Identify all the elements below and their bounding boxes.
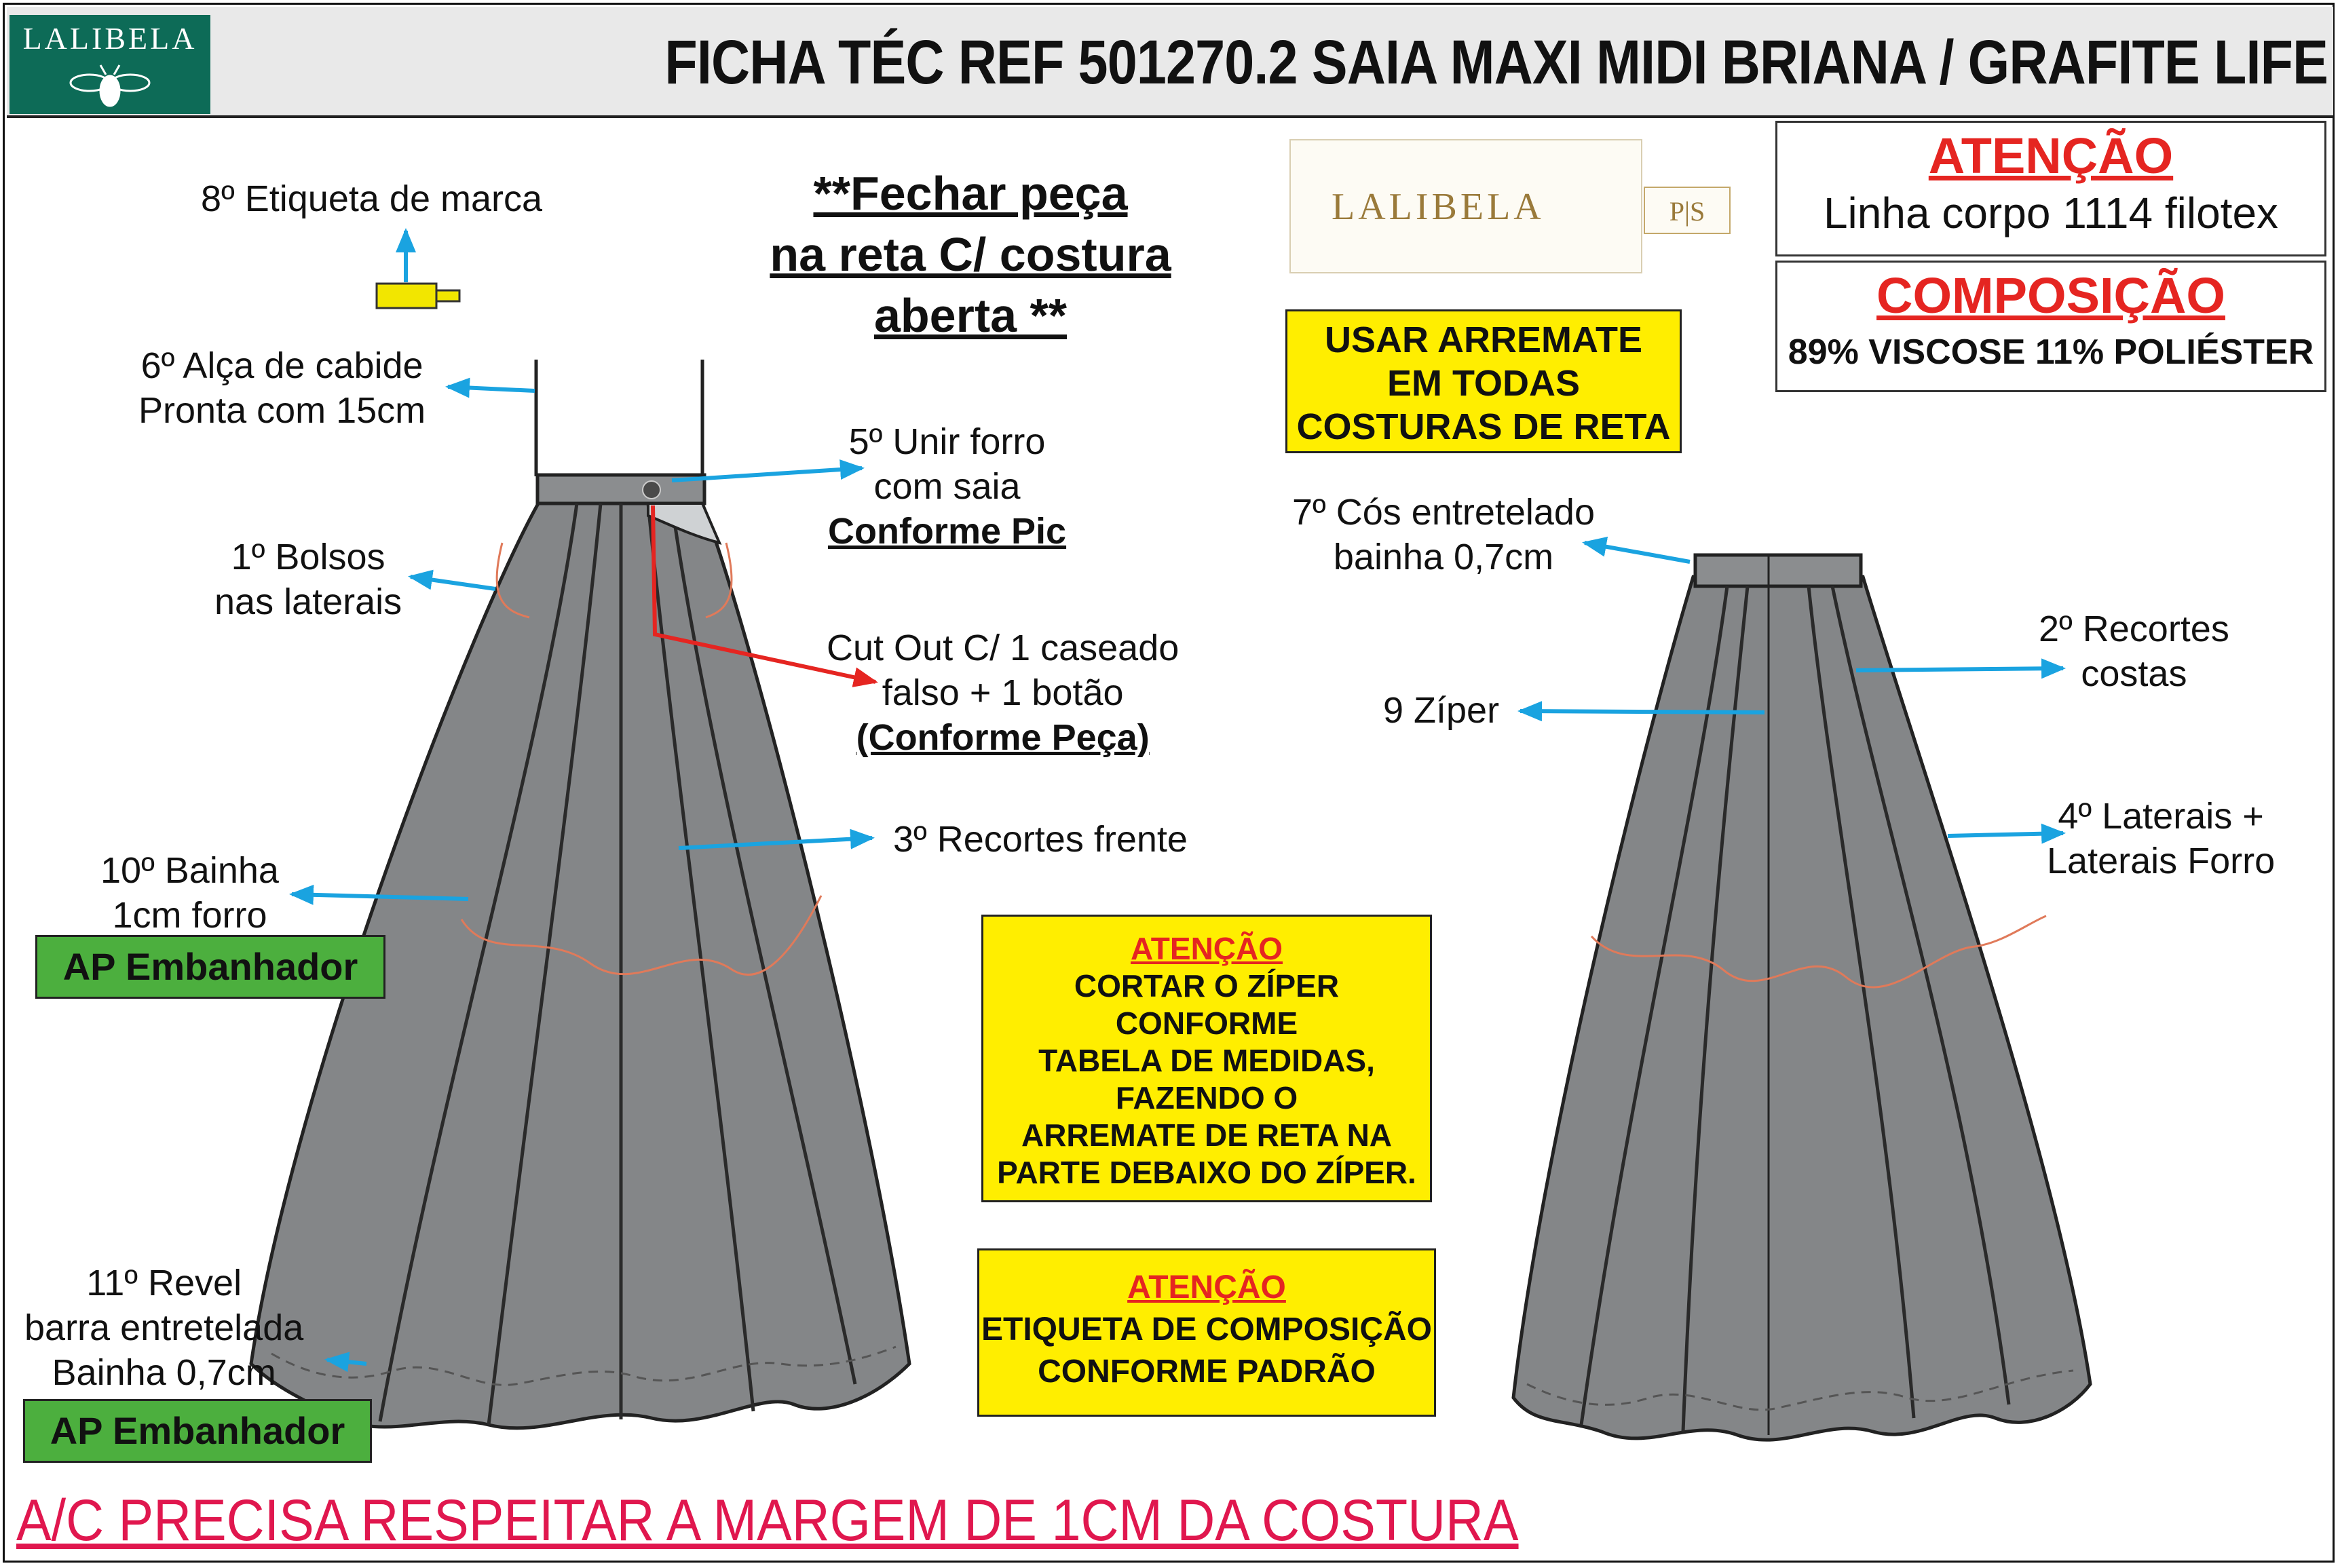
note-composition-label: ATENÇÃO ETIQUETA DE COMPOSIÇÃO CONFORME … (977, 1248, 1436, 1417)
label-hem-lining-line1: 10º Bainha (100, 850, 279, 891)
label-cut-out-line1: Cut Out C/ 1 caseado (827, 628, 1180, 668)
note-close-seam-line3: aberta ** (873, 289, 1068, 342)
thread-info-text: Linha corpo 1114 filotex (1823, 189, 2279, 237)
label-hem-lining: 10º Bainha 1cm forro (100, 848, 279, 938)
brand-tag-text: LALIBELA (1332, 186, 1545, 228)
note-finish-seams-line2: EM TODAS (1386, 363, 1581, 404)
composition-info-text: 89% VISCOSE 11% POLIÉSTER (1788, 332, 2314, 372)
thread-info-head: ATENÇÃO (1928, 128, 2174, 184)
label-pockets-line2: nas laterais (214, 581, 402, 622)
label-join-lining-line2: com saia (873, 466, 1021, 507)
note-zipper-cut-line2: CONFORME (1115, 1006, 1298, 1041)
note-finish-seams-line1: USAR ARREMATE (1325, 320, 1642, 360)
front-button (642, 480, 661, 499)
front-skirt (249, 360, 911, 1430)
label-hanger-strap-line2: Pronta com 15cm (138, 390, 426, 431)
note-composition-label-head: ATENÇÃO (1127, 1269, 1286, 1305)
label-join-lining: 5º Unir forro com saia Conforme Pic (828, 419, 1066, 554)
label-facing-line3: Bainha 0,7cm (52, 1352, 276, 1393)
hemmer-attachment-badge-2: AP Embanhador (23, 1399, 372, 1463)
header-bar (7, 7, 2333, 118)
note-zipper-cut-line3: TABELA DE MEDIDAS, (1038, 1043, 1375, 1078)
label-join-lining-line3: Conforme Pic (828, 511, 1067, 552)
label-hem-lining-line2: 1cm forro (112, 895, 267, 936)
note-zipper-cut-head: ATENÇÃO (1130, 931, 1283, 966)
front-skirt-body (249, 493, 911, 1430)
note-zipper-cut-line1: CORTAR O ZÍPER (1074, 968, 1340, 1003)
label-brand-tag: 8º Etiqueta de marca (201, 178, 543, 219)
label-pockets: 1º Bolsos nas laterais (214, 535, 402, 624)
note-finish-seams-line3: COSTURAS DE RETA (1296, 406, 1671, 447)
back-skirt-body (1511, 575, 2092, 1442)
thread-info-box: ATENÇÃO Linha corpo 1114 filotex (1775, 121, 2326, 256)
note-close-seam-line2: na reta C/ costura (770, 228, 1171, 281)
label-side-seams-line1: 4º Laterais + (2058, 796, 2264, 837)
label-hanger-strap-line1: 6º Alça de cabide (140, 345, 423, 386)
brand-tag: LALIBELA P|S (1289, 139, 1731, 273)
label-waistband-line2: bainha 0,7cm (1333, 537, 1554, 577)
label-waistband-line1: 7º Cós entretelado (1292, 492, 1596, 533)
label-back-panels-line2: costas (2081, 653, 2187, 694)
label-cut-out-line2: falso + 1 botão (882, 672, 1124, 713)
label-side-seams: 4º Laterais + Laterais Forro (2047, 794, 2275, 883)
label-waistband: 7º Cós entretelado bainha 0,7cm (1292, 490, 1595, 579)
label-facing-line2: barra entretelada (24, 1307, 304, 1348)
label-hanger-strap: 6º Alça de cabide Pronta com 15cm (138, 343, 426, 433)
note-composition-label-line1: ETIQUETA DE COMPOSIÇÃO (981, 1312, 1433, 1347)
note-close-seam: **Fechar peça na reta C/ costura aberta … (733, 163, 1208, 346)
note-zipper-cut-line4: FAZENDO O (1115, 1080, 1298, 1115)
label-facing: 11º Revel barra entretelada Bainha 0,7cm (24, 1261, 303, 1395)
note-composition-label-line2: CONFORME PADRÃO (1038, 1354, 1376, 1390)
label-zipper: 9 Zíper (1383, 690, 1500, 731)
red-arrow (651, 505, 878, 687)
page-frame (3, 3, 2335, 1563)
back-skirt (1511, 553, 2092, 1442)
label-side-seams-line2: Laterais Forro (2047, 841, 2276, 881)
front-waistband (535, 473, 706, 505)
seam-margin-warning: A/C PRECISA RESPEITAR A MARGEM DE 1CM DA… (16, 1488, 1519, 1553)
brand-logo: LALIBELA (10, 15, 210, 114)
note-zipper-cut-line6: PARTE DEBAIXO DO ZÍPER. (997, 1155, 1416, 1190)
label-join-lining-line1: 5º Unir forro (848, 421, 1046, 462)
brand-tag-size: P|S (1644, 187, 1731, 234)
composition-info-box: COMPOSIÇÃO 89% VISCOSE 11% POLIÉSTER (1775, 261, 2326, 392)
note-close-seam-line1: **Fechar peça (813, 167, 1128, 220)
note-zipper-cut-line5: ARREMATE DE RETA NA (1021, 1117, 1393, 1153)
brand-label-icon (375, 282, 438, 309)
blue-arrows (289, 228, 2066, 1373)
brand-logo-text: LALIBELA (22, 21, 197, 56)
bee-icon (69, 64, 151, 107)
label-pockets-line1: 1º Bolsos (231, 537, 385, 577)
page-title: FICHA TÉC REF 501270.2 SAIA MAXI MIDI BR… (664, 28, 2328, 97)
label-back-panels-line1: 2º Recortes (2039, 609, 2229, 649)
label-front-panels: 3º Recortes frente (893, 819, 1188, 860)
label-cut-out: Cut Out C/ 1 caseado falso + 1 botão (Co… (827, 626, 1179, 760)
label-back-panels: 2º Recortes costas (2039, 607, 2229, 696)
composition-info-head: COMPOSIÇÃO (1876, 267, 2225, 324)
hemmer-attachment-badge-1: AP Embanhador (35, 935, 385, 999)
note-finish-seams: USAR ARREMATE EM TODAS COSTURAS DE RETA (1285, 309, 1682, 453)
label-cut-out-line3: (Conforme Peça) (856, 717, 1150, 758)
back-waistband (1693, 553, 1863, 588)
note-zipper-cut: ATENÇÃO CORTAR O ZÍPER CONFORME TABELA D… (981, 915, 1432, 1202)
label-facing-line1: 11º Revel (86, 1263, 242, 1303)
